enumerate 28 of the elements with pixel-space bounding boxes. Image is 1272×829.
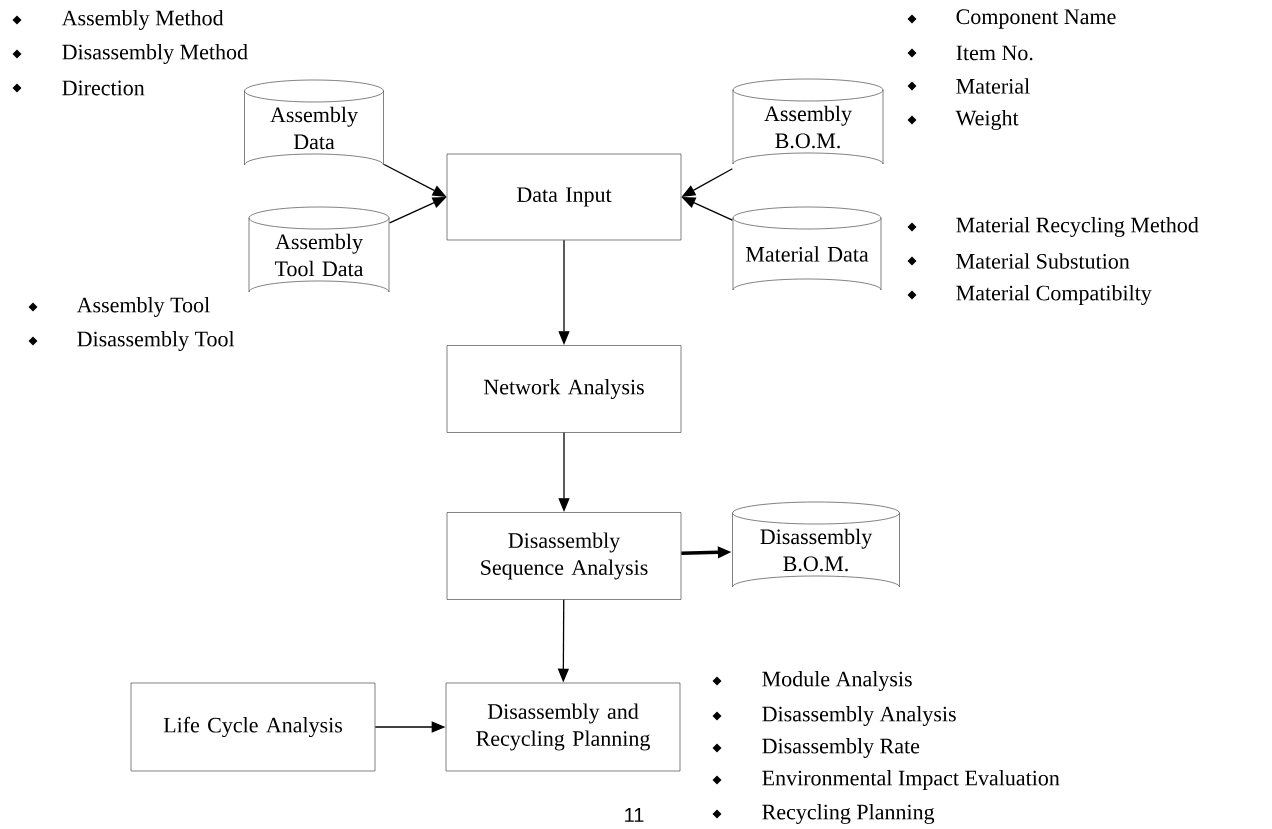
list-item: Recycling Planning — [762, 804, 935, 824]
list-item: Disassembly Method — [62, 44, 248, 64]
list-item: Module Analysis — [762, 671, 912, 691]
list-item: Material Compatibilty — [956, 285, 1152, 305]
list-item: Disassembly Tool — [77, 331, 235, 351]
process-box: Data Input — [446, 153, 682, 241]
list-item: Material Recycling Method — [956, 217, 1199, 237]
process-box: Disassembly Sequence Analysis — [446, 512, 682, 600]
list-item: Environmental Impact Evaluation — [762, 770, 1060, 790]
process-box: Life Cycle Analysis — [130, 682, 376, 772]
list-item: Material — [956, 78, 1030, 94]
database-cylinder: Material Data — [732, 206, 882, 291]
database-cylinder: Assembly B.O.M. — [732, 78, 884, 165]
list-item: Material Substution — [956, 253, 1130, 269]
list-item: Assembly Method — [61, 10, 224, 30]
list-item: Weight — [955, 110, 1019, 130]
database-cylinder: Disassembly B.O.M. — [732, 501, 900, 588]
list-item: Component Name — [956, 9, 1116, 29]
list-item: Disassembly Rate — [762, 738, 920, 758]
list-item: Assembly Tool — [76, 297, 210, 317]
process-box: Disassembly and Recycling Planning — [445, 682, 681, 772]
database-cylinder: Assembly Data — [244, 79, 384, 166]
list-item: Direction — [62, 80, 145, 96]
list-item: Item No. — [956, 45, 1033, 61]
database-cylinder: Assembly Tool Data — [248, 206, 390, 293]
process-box: Network Analysis — [446, 345, 682, 433]
page-number: 11 — [625, 808, 644, 822]
list-item: Disassembly Analysis — [762, 706, 956, 726]
